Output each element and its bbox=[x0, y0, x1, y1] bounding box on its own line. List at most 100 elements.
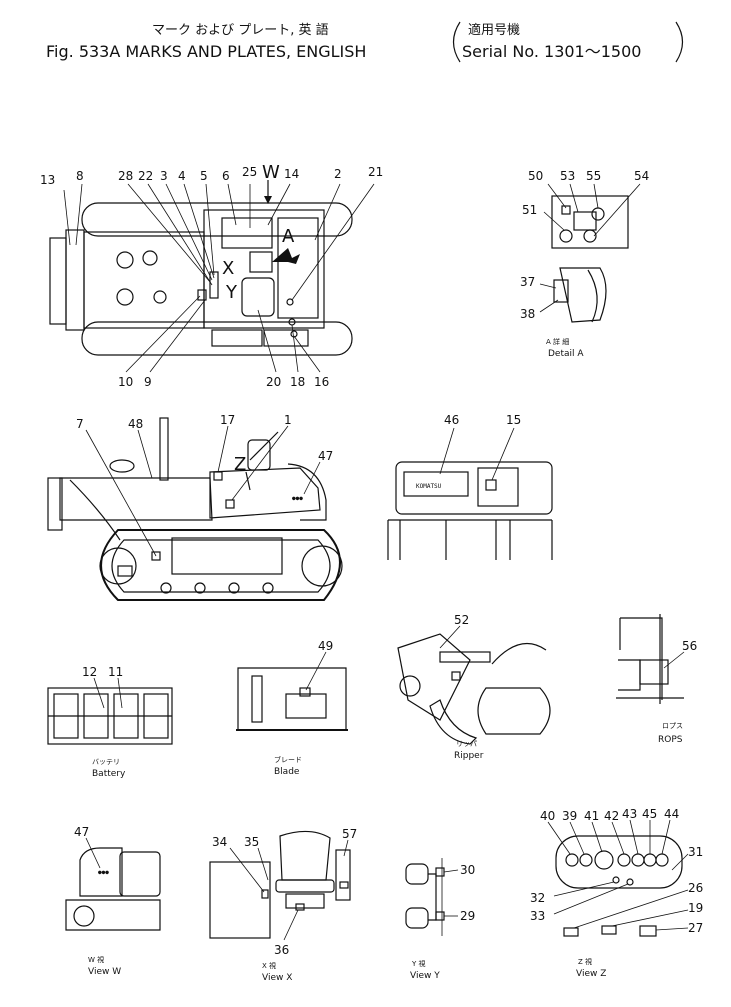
callout-15: 15 bbox=[506, 413, 521, 427]
title-right-paren bbox=[675, 21, 684, 63]
detail-leader bbox=[593, 183, 641, 237]
caption-view-z-jp: Z 視 bbox=[578, 957, 592, 966]
top-hole-2 bbox=[142, 250, 158, 266]
top-seat bbox=[241, 277, 275, 317]
rops-frame bbox=[619, 617, 663, 700]
caption-view-w-jp: W 視 bbox=[88, 955, 104, 964]
view-z-leader bbox=[569, 821, 585, 855]
side-plate-4 bbox=[117, 565, 133, 577]
detail-leader bbox=[569, 183, 579, 213]
callout-1: 1 bbox=[284, 413, 292, 427]
callout-40: 40 bbox=[540, 809, 555, 823]
top-w-arrow-head bbox=[264, 196, 272, 204]
side-seat-back bbox=[247, 439, 271, 471]
callout-27: 27 bbox=[688, 921, 703, 935]
top-operator-area bbox=[203, 209, 325, 329]
view-w-leader bbox=[85, 837, 101, 869]
view-y-knob-top bbox=[405, 863, 429, 885]
rops-body bbox=[618, 659, 641, 691]
side-leader bbox=[137, 429, 153, 479]
view-x-plate-c bbox=[339, 881, 349, 889]
detail-a-dial bbox=[591, 207, 605, 221]
top-letter-y: Y bbox=[225, 282, 238, 303]
callout-56: 56 bbox=[682, 639, 697, 653]
caption-ripper: Ripper bbox=[454, 751, 484, 761]
callout-34: 34 bbox=[212, 835, 227, 849]
callout-30: 30 bbox=[460, 863, 475, 877]
callout-18: 18 bbox=[290, 375, 305, 389]
top-leader bbox=[165, 183, 213, 281]
caption-battery-jp: バッテリ bbox=[92, 758, 120, 766]
detail-leader bbox=[539, 299, 559, 313]
view-z-leader bbox=[655, 927, 689, 931]
view-z-gauge-43 bbox=[631, 853, 645, 867]
side-leader bbox=[85, 429, 157, 557]
view-x-leader bbox=[283, 909, 299, 941]
side-letter-z: Z bbox=[234, 454, 246, 475]
view-z-leader bbox=[661, 819, 671, 855]
battery-drawing: 12 11 バッテリ Battery bbox=[47, 665, 173, 779]
detail-a-switch bbox=[561, 205, 571, 215]
top-plate-marker-3 bbox=[286, 298, 294, 306]
hood-leg-mid bbox=[445, 520, 497, 560]
top-floor-plate-2 bbox=[263, 329, 309, 347]
view-z-switch-33 bbox=[626, 878, 634, 886]
side-engine-hood bbox=[59, 477, 213, 521]
side-leader bbox=[303, 461, 321, 495]
caption-view-y: View Y bbox=[410, 971, 440, 981]
hood-komatsu-plate bbox=[403, 471, 469, 497]
top-leader bbox=[314, 183, 341, 241]
detail-leader bbox=[539, 283, 557, 289]
view-x-seat bbox=[275, 879, 335, 893]
hood-leader bbox=[439, 427, 455, 475]
detail-a-lever bbox=[559, 267, 607, 323]
callout-29: 29 bbox=[460, 909, 475, 923]
callout-39: 39 bbox=[562, 809, 577, 823]
hood-body bbox=[395, 461, 553, 515]
hood-plate-drawing: KOMATSU 46 15 bbox=[387, 413, 553, 560]
top-leader bbox=[75, 183, 83, 246]
callout-16: 16 bbox=[314, 375, 329, 389]
ripper-plate bbox=[451, 671, 461, 681]
view-w-emblem: ●●● bbox=[98, 869, 109, 876]
rops-leader bbox=[663, 651, 685, 669]
ripper-pivot bbox=[399, 675, 421, 697]
view-x-panel bbox=[209, 861, 271, 939]
view-y-plate-top bbox=[435, 867, 445, 877]
blade-drawing: 49 ブレード Blade bbox=[236, 639, 348, 777]
title-japanese-serial: 適用号機 bbox=[468, 22, 520, 38]
side-leader bbox=[217, 425, 229, 473]
callout-3: 3 bbox=[160, 169, 168, 183]
side-leader bbox=[231, 425, 289, 501]
view-z-leader bbox=[611, 909, 689, 927]
side-roller-1 bbox=[160, 582, 172, 594]
callout-12: 12 bbox=[82, 665, 97, 679]
callout-10: 10 bbox=[118, 375, 133, 389]
side-plate-2 bbox=[213, 471, 223, 481]
top-hole-4 bbox=[153, 290, 167, 304]
top-hole-1 bbox=[116, 251, 134, 269]
top-console-lower bbox=[249, 251, 273, 273]
side-lever-arm bbox=[249, 431, 279, 461]
view-z-leader bbox=[671, 853, 689, 871]
caption-detail-a: Detail A bbox=[548, 349, 584, 359]
callout-31: 31 bbox=[688, 845, 703, 859]
top-leader bbox=[257, 309, 277, 373]
top-leader bbox=[293, 335, 321, 373]
view-x-base bbox=[285, 893, 325, 909]
ripper-drawing: 52 リッパ Ripper bbox=[397, 613, 551, 761]
caption-blade: Blade bbox=[274, 767, 300, 777]
top-leader bbox=[125, 295, 201, 373]
callout-14: 14 bbox=[284, 167, 299, 181]
title-left-paren bbox=[452, 21, 461, 63]
callout-52: 52 bbox=[454, 613, 469, 627]
hood-leg-left bbox=[387, 520, 401, 560]
blade-plate bbox=[299, 687, 311, 697]
side-cab bbox=[209, 467, 321, 519]
callout-46: 46 bbox=[444, 413, 459, 427]
top-leader bbox=[183, 183, 215, 279]
view-x-drawing: 34 35 57 36 X 視 View X bbox=[209, 827, 357, 983]
view-w-drawing: ●●● 47 W 視 View W bbox=[65, 825, 161, 977]
callout-8: 8 bbox=[76, 169, 84, 183]
side-z-arrow-line bbox=[245, 471, 251, 491]
